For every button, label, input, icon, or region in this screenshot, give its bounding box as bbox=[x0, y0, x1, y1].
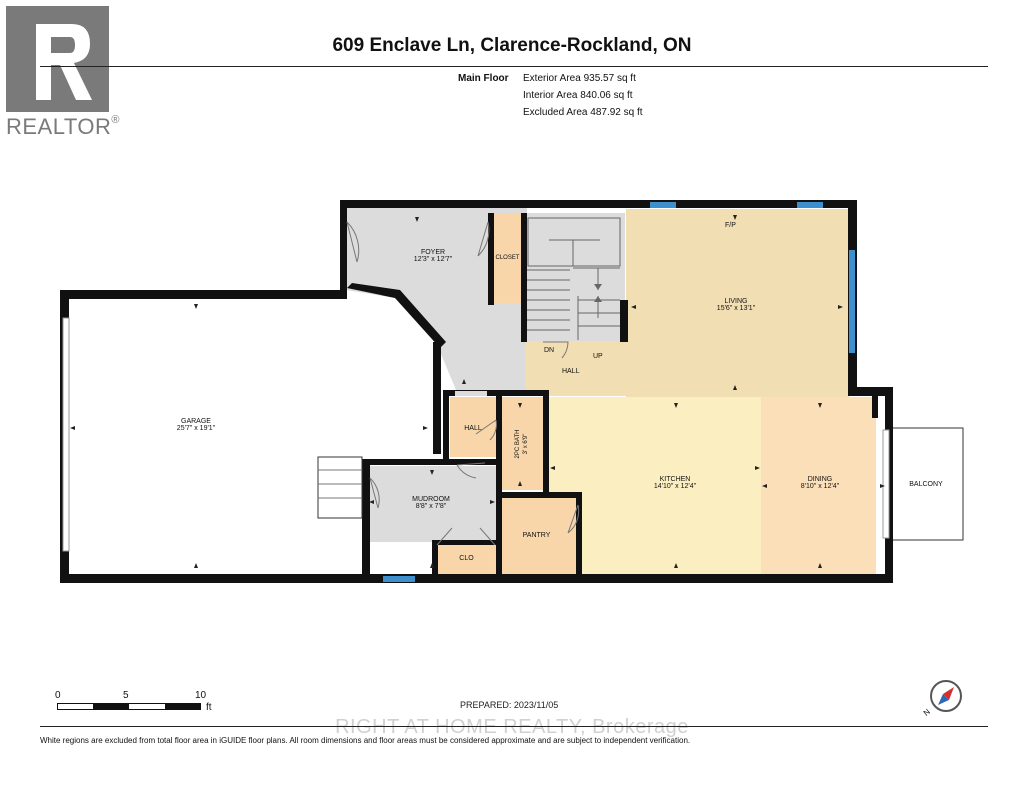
room-foyer: FOYER 12'3" x 12'7" bbox=[400, 249, 466, 263]
interior-area: Interior Area 840.06 sq ft bbox=[523, 90, 633, 101]
stair-up-arrow bbox=[594, 296, 602, 302]
kitchen-label: KITCHEN bbox=[659, 476, 691, 483]
foyer-floor bbox=[346, 207, 527, 390]
hall-lower-label: HALL bbox=[464, 425, 482, 432]
kitchen-floor bbox=[549, 397, 761, 574]
pantry-label: PANTRY bbox=[522, 532, 551, 539]
living-label: LIVING bbox=[724, 298, 748, 305]
hall-lower-floor bbox=[450, 397, 496, 457]
registered-mark: ® bbox=[111, 114, 120, 126]
dining-dims: 8'10" x 12'4" bbox=[800, 483, 840, 490]
kitchen-dims: 14'10" x 12'4" bbox=[653, 483, 697, 490]
stair-dn-label: DN bbox=[544, 347, 555, 354]
prepared-date: PREPARED: 2023/11/05 bbox=[460, 700, 559, 710]
diagonal-wall bbox=[347, 283, 446, 348]
closet-label: CLOSET bbox=[495, 255, 520, 261]
garage-steps bbox=[317, 456, 363, 519]
hall-upper-floor bbox=[525, 341, 628, 396]
floor-label: Main Floor bbox=[458, 73, 509, 84]
excluded-area: Excluded Area 487.92 sq ft bbox=[523, 107, 643, 118]
footer-divider bbox=[40, 726, 988, 727]
realtor-logo: REALTOR® bbox=[6, 6, 124, 145]
mudroom-label: MUDROOM bbox=[412, 496, 450, 503]
dining-label: DINING bbox=[807, 476, 833, 483]
hall-upper-label: HALL bbox=[562, 368, 580, 375]
stair-down-arrow bbox=[594, 284, 602, 290]
room-kitchen: KITCHEN 14'10" x 12'4" bbox=[630, 476, 720, 490]
stair-up-label: UP bbox=[593, 353, 603, 360]
pantry-floor bbox=[501, 498, 578, 574]
room-living: LIVING 15'6" x 13'1" bbox=[700, 298, 772, 312]
garage-dims: 25'7" x 19'1" bbox=[176, 425, 216, 432]
clo-label: CLO bbox=[459, 555, 474, 562]
balcony-floor bbox=[888, 427, 964, 541]
balcony-label: BALCONY bbox=[909, 481, 943, 488]
page-title: 609 Enclave Ln, Clarence-Rockland, ON bbox=[332, 35, 692, 56]
scale-tick-10: 10 bbox=[195, 690, 207, 701]
door-swings bbox=[346, 221, 580, 546]
fireplace-label: F/P bbox=[725, 222, 736, 229]
living-dims: 15'6" x 13'1" bbox=[716, 305, 756, 312]
dining-floor bbox=[761, 397, 876, 574]
scale-bar-graphic bbox=[57, 703, 201, 710]
compass-icon bbox=[930, 680, 962, 712]
scale-tick-5: 5 bbox=[123, 690, 129, 701]
room-garage: GARAGE 25'7" x 19'1" bbox=[160, 418, 232, 432]
garage-label: GARAGE bbox=[181, 418, 211, 425]
bath-label: 2PC BATH bbox=[515, 429, 521, 459]
foyer-dims: 12'3" x 12'7" bbox=[413, 256, 453, 263]
clo-floor bbox=[438, 545, 495, 574]
foyer-label: FOYER bbox=[420, 249, 446, 256]
garage-door bbox=[62, 317, 70, 552]
header-divider bbox=[40, 66, 988, 67]
scale-unit: ft bbox=[206, 702, 212, 713]
brokerage-watermark: RIGHT AT HOME REALTY, Brokerage bbox=[335, 716, 689, 738]
balcony-door bbox=[882, 429, 890, 539]
exterior-area: Exterior Area 935.57 sq ft bbox=[523, 73, 636, 84]
bath-floor bbox=[501, 397, 543, 490]
realtor-logo-mark bbox=[6, 6, 109, 112]
bath-dims: 3' x 6'9" bbox=[523, 433, 529, 455]
room-mudroom: MUDROOM 8'8" x 7'8" bbox=[396, 496, 466, 510]
staircase bbox=[527, 217, 621, 340]
closet-floor bbox=[493, 213, 522, 303]
hall-lower-opening bbox=[455, 391, 487, 396]
living-floor bbox=[626, 209, 849, 397]
windows bbox=[383, 202, 855, 582]
mudroom-dims: 8'8" x 7'8" bbox=[415, 503, 447, 510]
room-bath: 2PC BATH 3' x 6'9" bbox=[514, 404, 530, 484]
scale-tick-0: 0 bbox=[55, 690, 61, 701]
realtor-logo-text: REALTOR bbox=[6, 114, 112, 139]
stair-floor bbox=[527, 213, 625, 341]
compass: N bbox=[922, 678, 966, 727]
dimension-markers bbox=[70, 215, 885, 568]
room-dining: DINING 8'10" x 12'4" bbox=[785, 476, 855, 490]
disclaimer-text: White regions are excluded from total fl… bbox=[40, 736, 691, 745]
